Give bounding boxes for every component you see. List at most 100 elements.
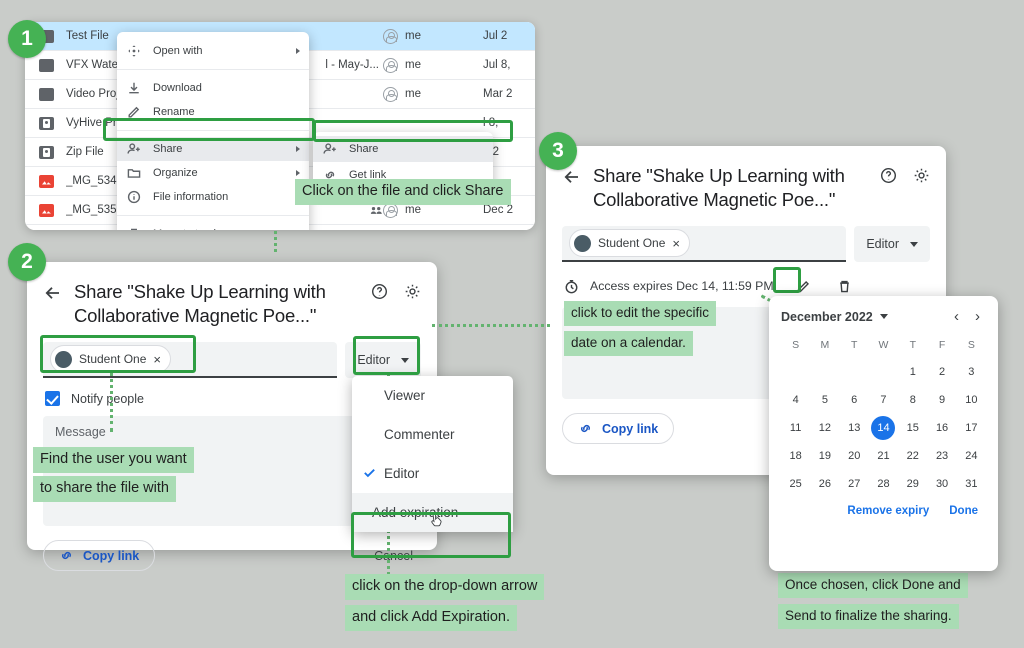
- drive-file-list-panel: Test File me Jul 2 VFX Water l - May-J..…: [25, 22, 535, 230]
- role-option-commenter[interactable]: Commenter: [352, 415, 513, 454]
- submenu-item-get-link[interactable]: Get link: [313, 162, 493, 188]
- next-month-button[interactable]: ›: [975, 308, 980, 325]
- cancel-button[interactable]: Cancel: [374, 548, 413, 563]
- menu-label: Share: [153, 143, 183, 155]
- calendar-day[interactable]: 2: [939, 366, 946, 378]
- trash-icon[interactable]: [834, 275, 856, 297]
- calendar-day[interactable]: 22: [906, 450, 919, 462]
- calendar-day[interactable]: 30: [935, 478, 949, 490]
- calendar-day[interactable]: 19: [818, 450, 832, 462]
- menu-item-open-with[interactable]: Open with: [117, 39, 309, 63]
- month-selector[interactable]: December 2022: [781, 310, 888, 324]
- gear-icon[interactable]: [913, 167, 930, 184]
- menu-item-file-information[interactable]: File information: [117, 185, 309, 209]
- menu-label: File information: [153, 191, 229, 203]
- image-file-icon: [39, 203, 54, 217]
- calendar-day[interactable]: 6: [851, 394, 858, 406]
- close-icon[interactable]: ×: [153, 351, 161, 367]
- calendar-day[interactable]: 8: [909, 394, 916, 406]
- calendar-day[interactable]: 13: [848, 422, 861, 434]
- calendar-day[interactable]: 17: [965, 422, 978, 434]
- calendar-day[interactable]: 24: [965, 450, 978, 462]
- calendar-day[interactable]: 1: [909, 366, 916, 378]
- help-icon[interactable]: [880, 167, 897, 184]
- calendar-day[interactable]: 25: [789, 478, 802, 490]
- chevron-right-icon: [296, 146, 300, 152]
- calendar-day[interactable]: 20: [848, 450, 861, 462]
- copy-link-label: Copy link: [602, 421, 659, 436]
- menu-item-move-to-trash[interactable]: Move to trash: [117, 222, 309, 230]
- copy-link-button[interactable]: Copy link: [43, 540, 156, 572]
- avatar: [383, 86, 398, 102]
- calendar-day[interactable]: 3: [968, 366, 975, 378]
- gear-icon[interactable]: [404, 283, 421, 300]
- link-icon: [62, 552, 71, 560]
- pencil-icon[interactable]: [793, 275, 815, 297]
- menu-label: Move to trash: [153, 228, 220, 230]
- role-option-editor[interactable]: Editor: [352, 454, 513, 493]
- dialog-header: Share "Shake Up Learning with Collaborat…: [27, 262, 437, 334]
- calendar-day[interactable]: 28: [877, 478, 890, 490]
- role-dropdown-button[interactable]: Editor: [345, 342, 421, 379]
- calendar-dow: T: [850, 339, 858, 351]
- help-icon[interactable]: [371, 283, 388, 300]
- file-date: Mar 2: [483, 88, 513, 100]
- notify-row[interactable]: Notify people: [27, 378, 437, 407]
- role-dropdown-menu[interactable]: Viewer Commenter Editor Add expiration: [352, 376, 513, 532]
- recipient-chip[interactable]: Student One ×: [569, 229, 690, 258]
- prev-month-button[interactable]: ‹: [954, 308, 959, 325]
- header-icons: [880, 167, 930, 184]
- expiry-row: Access expires Dec 14, 11:59 PM: [546, 262, 946, 297]
- calendar-day[interactable]: 7: [880, 394, 887, 406]
- remove-expiry-button[interactable]: Remove expiry: [847, 505, 930, 517]
- link-icon: [581, 425, 590, 433]
- recipient-name: Student One: [598, 236, 666, 251]
- calendar-day[interactable]: 29: [906, 478, 919, 490]
- calendar-day[interactable]: 23: [935, 450, 949, 462]
- calendar-day[interactable]: 10: [965, 394, 978, 406]
- file-owner: me: [383, 202, 483, 218]
- recipient-input[interactable]: Student One ×: [562, 226, 847, 263]
- calendar-day[interactable]: 4: [792, 394, 799, 406]
- calendar-day[interactable]: 16: [935, 422, 949, 434]
- step-badge-3: 3: [539, 132, 577, 170]
- calendar-day[interactable]: 27: [848, 478, 861, 490]
- calendar-day[interactable]: 11: [789, 422, 802, 434]
- calendar-day[interactable]: 15: [906, 422, 919, 434]
- copy-link-button[interactable]: Copy link: [562, 413, 675, 445]
- calendar-day[interactable]: 31: [965, 478, 978, 490]
- calendar-day[interactable]: 21: [877, 450, 890, 462]
- add-expiration-label: Add expiration: [372, 505, 459, 520]
- calendar-day[interactable]: 14: [871, 416, 896, 440]
- dialog-footer: Copy link Cancel: [27, 526, 437, 587]
- submenu-item-share[interactable]: Share: [313, 136, 493, 162]
- calendar-day[interactable]: 26: [818, 478, 832, 490]
- calendar-day[interactable]: 5: [821, 394, 828, 406]
- file-extra: l - May-J...: [325, 59, 379, 71]
- notify-checkbox[interactable]: [45, 391, 60, 407]
- calendar-day[interactable]: 12: [818, 422, 832, 434]
- calendar-day[interactable]: 18: [789, 450, 802, 462]
- back-arrow-icon[interactable]: [43, 283, 63, 303]
- role-option-viewer[interactable]: Viewer: [352, 376, 513, 415]
- menu-label: Rename: [153, 106, 195, 118]
- context-menu[interactable]: Open with Download Rename: [117, 32, 309, 230]
- role-dropdown-button[interactable]: Editor: [854, 226, 930, 263]
- role-option-add-expiration[interactable]: Add expiration: [352, 493, 513, 532]
- close-icon[interactable]: ×: [672, 235, 680, 251]
- menu-item-organize[interactable]: Organize: [117, 161, 309, 185]
- calendar-nav: ‹ ›: [954, 309, 986, 324]
- done-button[interactable]: Done: [949, 505, 978, 517]
- menu-item-rename[interactable]: Rename: [117, 100, 309, 124]
- recipient-input[interactable]: Student One ×: [43, 342, 338, 379]
- avatar: [574, 234, 591, 252]
- menu-item-share[interactable]: Share: [117, 137, 309, 161]
- connector-1-2: [274, 218, 277, 252]
- back-arrow-icon[interactable]: [562, 167, 582, 187]
- calendar-day[interactable]: 9: [939, 394, 946, 406]
- avatar: [383, 28, 398, 44]
- menu-item-download[interactable]: Download: [117, 76, 309, 100]
- recipient-chip[interactable]: Student One ×: [50, 345, 171, 374]
